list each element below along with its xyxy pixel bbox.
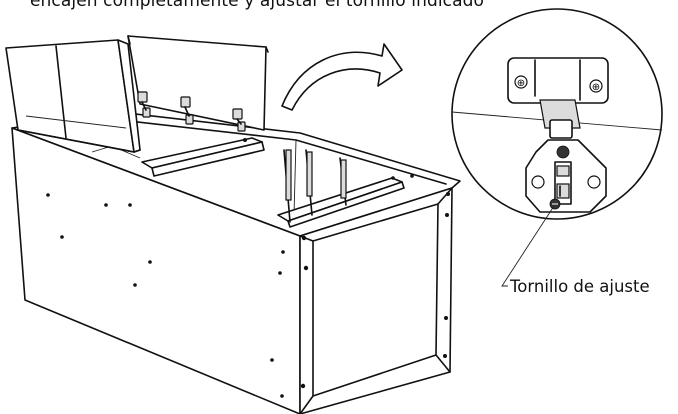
hinge <box>180 96 194 125</box>
cabinet-body <box>11 111 461 414</box>
instruction-text: encajen completamente y ajustar el torni… <box>30 0 485 11</box>
hinge-mount-plate <box>525 139 607 213</box>
hinge <box>232 108 246 132</box>
curved-arrow-icon <box>281 43 403 111</box>
svg-text:⊕: ⊕ <box>592 82 600 93</box>
left-lid <box>5 39 141 153</box>
hinge-cup-plate: ⊕ ⊕ <box>507 57 609 104</box>
hinge <box>137 91 151 118</box>
callout-label: Tornillo de ajuste <box>510 277 650 296</box>
callout-leader-line <box>501 205 555 287</box>
right-lid <box>127 35 269 131</box>
hinge-arm <box>539 99 581 139</box>
hinges <box>137 91 246 132</box>
hinge-detail-view: ⊕ ⊕ <box>451 8 663 220</box>
screw-icon <box>549 198 561 210</box>
svg-text:⊕: ⊕ <box>517 78 525 89</box>
